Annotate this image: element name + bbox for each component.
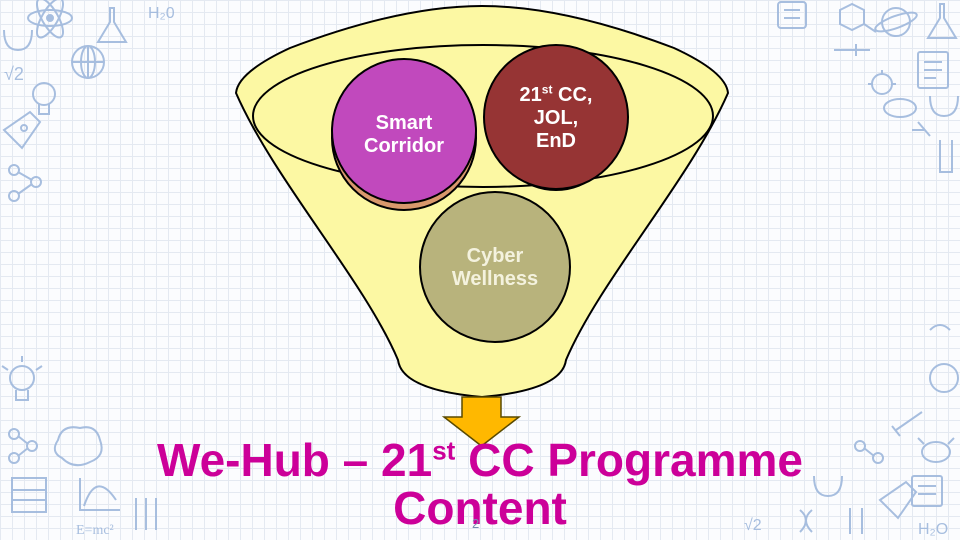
sqrt-doodle-right: √2 (744, 517, 762, 534)
graph-icon (79, 478, 120, 511)
rocket-icon (2, 110, 42, 150)
molecule-icon-bottom (8, 428, 38, 464)
cyber-wellness-line2: Wellness (451, 268, 539, 290)
21st-cc-line1: 21st CC, (519, 82, 593, 106)
document-icon-bottom (911, 475, 943, 507)
magnet-icon-bottom (813, 475, 843, 498)
molecule-icon-right (854, 440, 884, 464)
emc2-doodle: E=mc² (76, 523, 114, 538)
hexagon-molecule-icon (839, 2, 877, 33)
smart-corridor-line2: Corridor (364, 135, 444, 157)
dna-icon (799, 509, 813, 533)
bacteria-icon (883, 98, 917, 118)
funnel-rim (252, 44, 714, 188)
smart-corridor-label: Smart Corridor (344, 112, 464, 158)
globe-icon (71, 45, 105, 79)
h2o-doodle-right: H₂O (918, 521, 948, 538)
21st-cc-label: 21st CC, JOL, EnD (496, 82, 616, 153)
atom-icon (27, 0, 73, 39)
smart-corridor-circle (331, 58, 477, 204)
flask-icon-right (926, 3, 958, 39)
bulb-icon-bottom (1, 356, 43, 401)
cyber-wellness-label: Cyber Wellness (435, 245, 555, 291)
magnet-icon (3, 29, 33, 52)
molecule-icon (8, 164, 42, 202)
cyber-wellness-line1: Cyber (466, 245, 524, 267)
21st-cc-circle (483, 44, 629, 190)
syringe-icon (891, 411, 923, 437)
21st-cc-line3: EnD (536, 130, 576, 152)
test-tube-icon-right (849, 508, 863, 534)
21st-cc-line2: JOL, (533, 107, 579, 129)
slide-number: 2 (472, 516, 480, 531)
test-tubes-icon (135, 498, 157, 530)
title-line2: Content (393, 482, 567, 534)
h2o-doodle: H₂0 (148, 5, 175, 22)
beaker-icon (939, 140, 953, 173)
down-arrow (441, 396, 522, 447)
sqrt-doodle: √2 (4, 64, 24, 84)
bacteria-icon-right (917, 437, 955, 463)
plug-icon (834, 44, 870, 56)
flask-icon (96, 7, 128, 43)
microbe-icon (868, 70, 896, 95)
lab-stand-icon (912, 121, 931, 137)
rocket-icon-right (878, 480, 918, 520)
title-line1: We-Hub – 21st CC Programme (157, 434, 803, 486)
document-icon (917, 51, 949, 89)
abacus-icon (11, 477, 47, 513)
lab-icon-right (929, 324, 959, 393)
slide-title: We-Hub – 21st CC Programme Content (0, 436, 960, 532)
lightbulb-icon (32, 82, 56, 115)
cyber-wellness-circle (419, 191, 571, 343)
brain-icon (53, 426, 103, 467)
calculator-icon (777, 1, 807, 29)
planet-icon (874, 7, 918, 37)
smart-corridor-line1: Smart (375, 112, 433, 134)
magnet-icon-right (929, 95, 959, 118)
